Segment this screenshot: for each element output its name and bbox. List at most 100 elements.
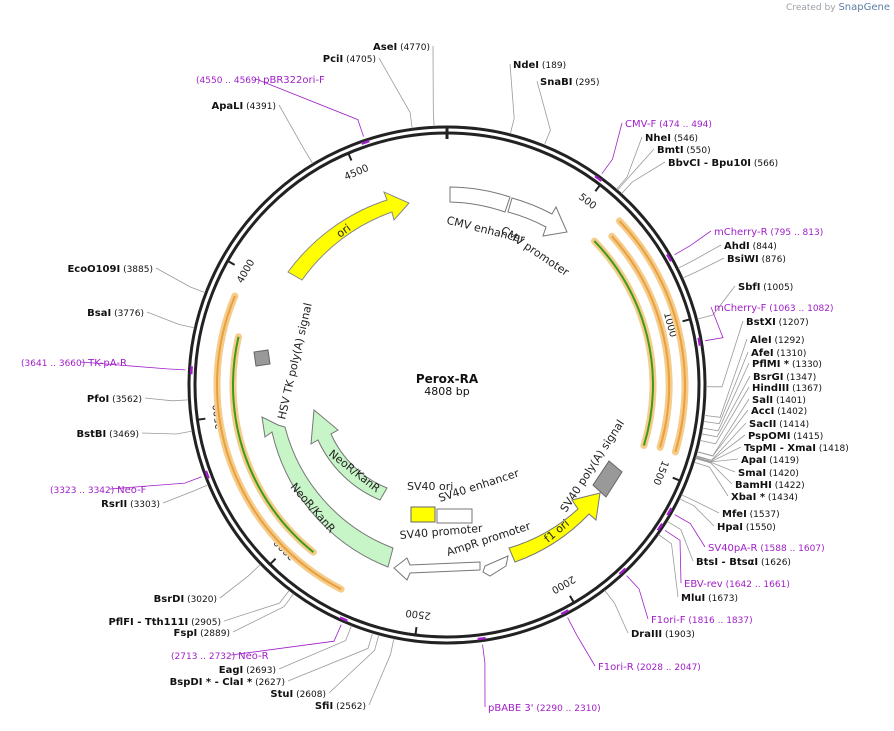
site-name-suffix: - BtsαI xyxy=(718,557,758,568)
site-leader-line xyxy=(156,268,205,293)
primer-label: EBV-rev (1642 .. 1661) xyxy=(684,579,790,590)
site-label: BsrDI (3020) xyxy=(154,594,217,605)
primer-position: (1063 .. 1082) xyxy=(766,304,833,314)
site-leader-line xyxy=(537,81,550,145)
site-leader-line xyxy=(163,485,208,503)
site-leader-line xyxy=(288,633,373,681)
site-label: BspDI * - ClaI * (2627) xyxy=(170,677,285,688)
site-name: PflMI * xyxy=(752,359,790,370)
site-position: (1903) xyxy=(662,630,695,640)
site-position: (550) xyxy=(684,146,711,156)
site-name: BamHI xyxy=(735,480,772,491)
site-label: AseI (4770) xyxy=(373,42,430,53)
site-label: ApaLI (4391) xyxy=(211,101,276,112)
site-position: (1401) xyxy=(773,396,806,406)
orf-highlight xyxy=(233,337,313,552)
snapgene-logo: SnapGene xyxy=(838,2,890,13)
site-label: SfiI (2562) xyxy=(315,701,366,712)
site-position: (1537) xyxy=(747,510,780,520)
site-position: (3562) xyxy=(109,395,142,405)
site-name: BstXI xyxy=(746,317,776,328)
site-position: (1207) xyxy=(776,318,809,328)
site-position: (4391) xyxy=(243,102,276,112)
primer-label: CMV-F (474 .. 494) xyxy=(625,119,712,130)
primer-label: pBABE 3' (2290 .. 2310) xyxy=(488,703,601,714)
tick-label: 500 xyxy=(576,192,598,212)
site-label: SacII (1414) xyxy=(749,419,809,430)
tick-mark xyxy=(570,596,574,603)
site-leader-line xyxy=(618,149,655,190)
tick-mark xyxy=(348,153,351,160)
site-leader-line xyxy=(704,339,747,417)
tick-mark xyxy=(415,627,416,635)
primer-name: Neo-F xyxy=(117,485,147,496)
site-position: (1005) xyxy=(760,283,793,293)
site-leader-line xyxy=(659,535,679,598)
site-label: PflMI * (1330) xyxy=(752,359,822,370)
primer-position: (795 .. 813) xyxy=(768,228,824,238)
site-position: (3885) xyxy=(120,265,153,275)
site-position: (566) xyxy=(751,159,778,169)
site-leader-line xyxy=(706,321,743,387)
site-label: BsaI (3776) xyxy=(87,308,144,319)
primer-label: mCherry-F (1063 .. 1082) xyxy=(714,303,834,314)
site-label: SnaBI (295) xyxy=(540,77,599,88)
site-position: (1420) xyxy=(766,469,799,479)
site-position: (3020) xyxy=(184,595,217,605)
site-label: SalI (1401) xyxy=(752,395,806,406)
site-name: AleI xyxy=(750,335,772,346)
site-name: SalI xyxy=(752,395,773,406)
site-position: (1419) xyxy=(766,456,799,466)
tick-mark xyxy=(673,478,680,481)
site-leader-line xyxy=(233,594,294,632)
site-position: (2608) xyxy=(293,690,326,700)
site-label: StuI (2608) xyxy=(270,689,326,700)
site-position: (1330) xyxy=(789,360,822,370)
site-label: BstXI (1207) xyxy=(746,317,809,328)
site-name: XbaI * xyxy=(731,492,766,503)
tick-label: 2500 xyxy=(405,607,432,621)
primer-label: (2713 .. 2732) Neo-R xyxy=(171,651,269,662)
site-leader-line xyxy=(279,105,313,164)
site-name: BsrGI xyxy=(753,372,783,383)
site-leader-line xyxy=(224,590,289,621)
site-position: (1673) xyxy=(705,594,738,604)
site-name-suffix: - ClaI * xyxy=(211,677,253,688)
primer-mark xyxy=(478,638,486,639)
site-name-suffix: - XmaI xyxy=(776,443,816,454)
site-leader-line xyxy=(329,635,379,693)
site-leader-line xyxy=(703,352,748,424)
site-name: BbvCI xyxy=(668,158,700,169)
site-name: TspMI xyxy=(744,443,776,454)
site-name: AseI xyxy=(373,42,397,53)
site-label: EagI (2693) xyxy=(219,665,276,676)
primer-name: mCherry-R xyxy=(714,227,768,238)
site-position: (3303) xyxy=(127,500,160,510)
site-position: (1422) xyxy=(772,481,805,491)
site-position: (2693) xyxy=(243,666,276,676)
site-label: SmaI (1420) xyxy=(738,468,799,479)
primer-leader-line xyxy=(627,576,648,619)
primer-position: (1588 .. 1607) xyxy=(757,544,824,554)
site-name: SfiI xyxy=(315,701,333,712)
site-label: MluI (1673) xyxy=(681,593,738,604)
site-name: BsrDI xyxy=(154,594,185,605)
site-position: (1367) xyxy=(789,384,822,394)
primer-leader-line xyxy=(483,645,486,707)
site-position: (1434) xyxy=(765,493,798,503)
primer-name: pBABE 3' xyxy=(488,703,534,714)
primer-mark xyxy=(699,338,700,346)
primer-position: (3323 .. 3342) xyxy=(50,486,117,496)
site-name: AhdI xyxy=(724,241,750,252)
site-label: NheI (546) xyxy=(645,133,698,144)
site-label: BamHI (1422) xyxy=(735,480,805,491)
tick-mark xyxy=(683,319,691,321)
site-label: NdeI (189) xyxy=(513,60,566,71)
site-leader-line xyxy=(683,258,724,278)
site-label: BsiWI (876) xyxy=(727,254,786,265)
snapgene-credit: Created by SnapGene xyxy=(786,2,890,13)
site-label: FspI (2889) xyxy=(174,628,230,639)
primer-position: (474 .. 494) xyxy=(656,120,712,130)
site-name: BsaI xyxy=(87,308,111,319)
primer-name: mCherry-F xyxy=(714,303,767,314)
